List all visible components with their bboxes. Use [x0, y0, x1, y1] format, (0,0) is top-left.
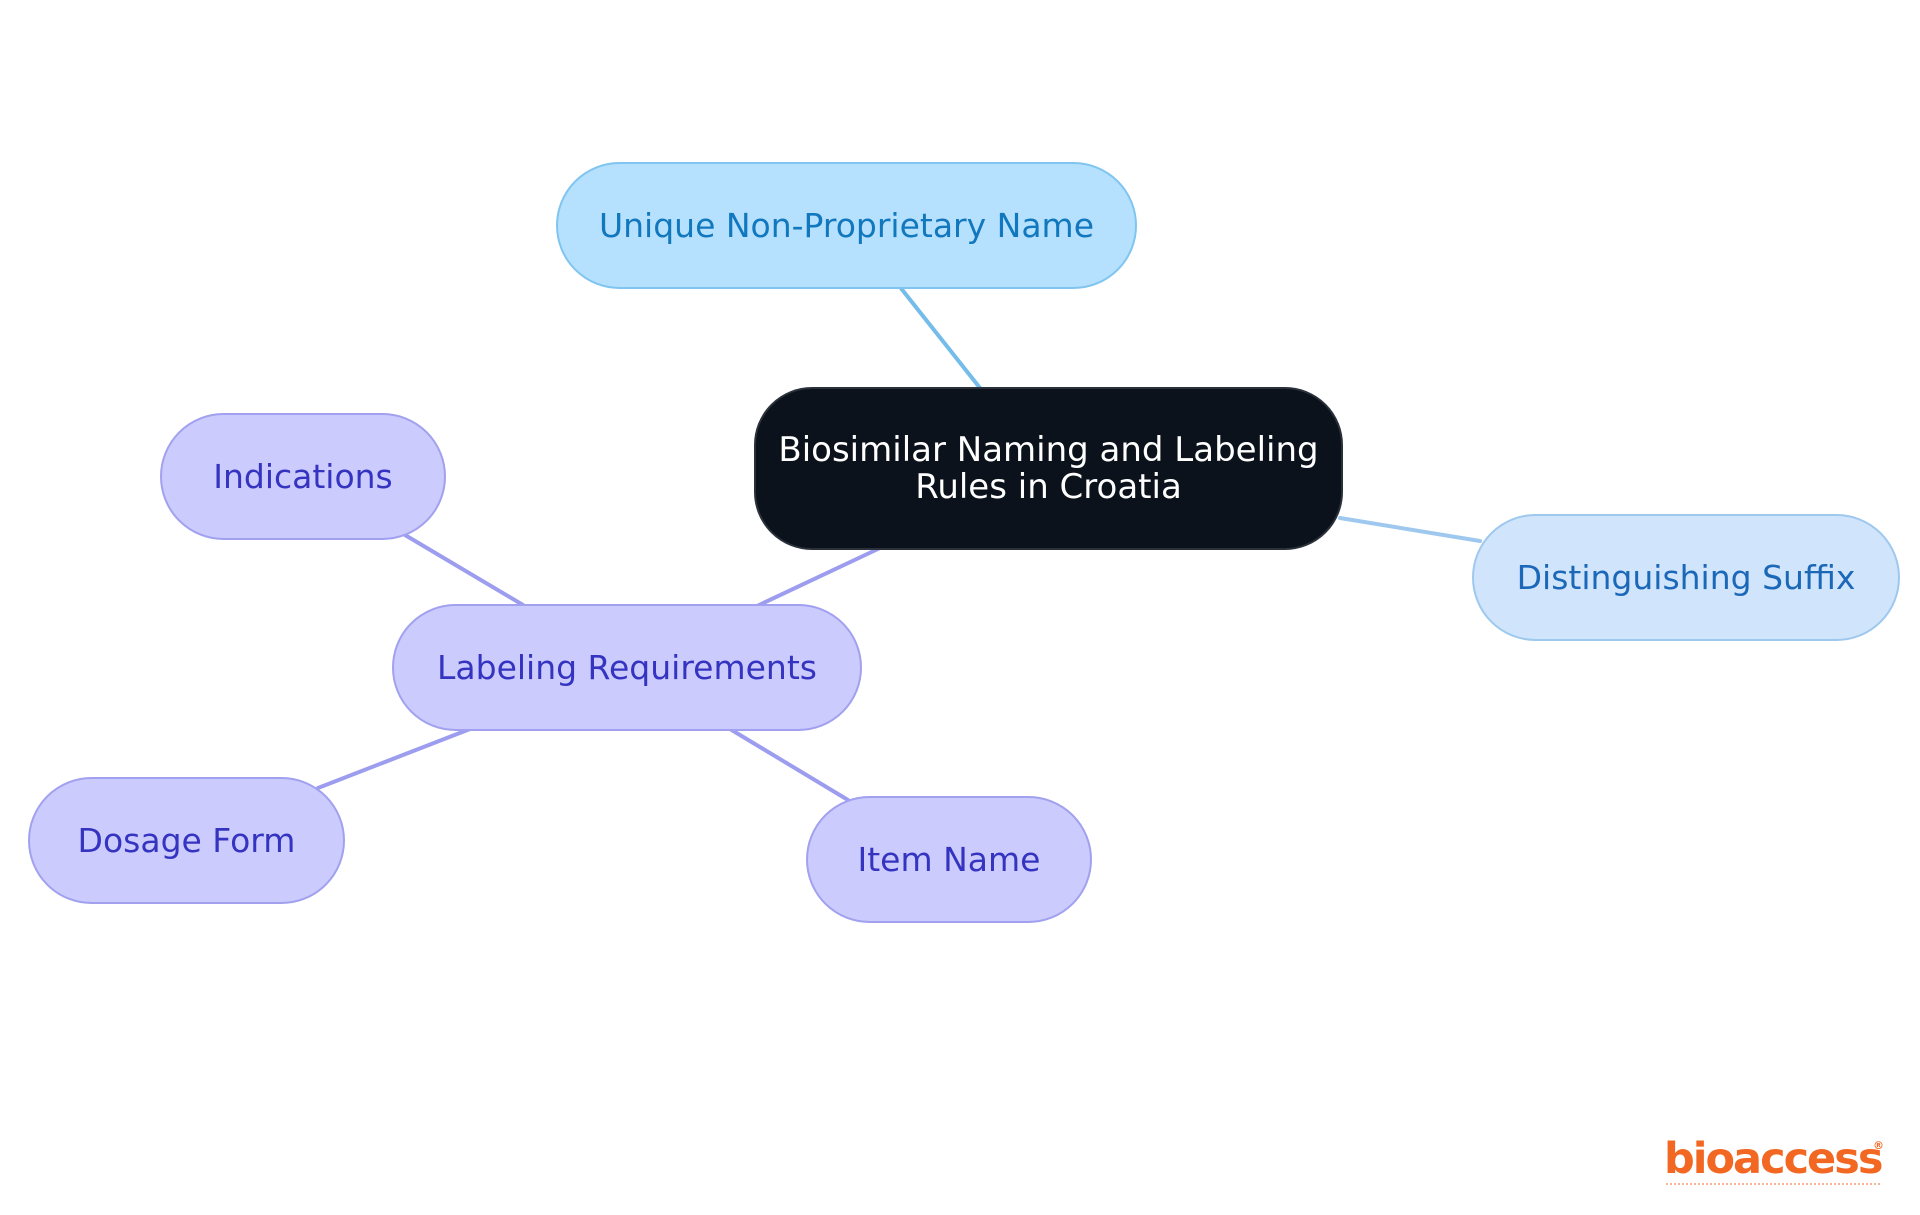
connector-root-suffix: [1338, 516, 1482, 543]
root-node-label: Biosimilar Naming and Labeling Rules in …: [778, 429, 1319, 507]
connector-labeling-dosage: [316, 727, 472, 790]
node-labeling-requirements: Labeling Requirements: [392, 604, 862, 731]
node-label: Distinguishing Suffix: [1516, 557, 1856, 597]
node-label: Labeling Requirements: [437, 647, 817, 687]
root-node: Biosimilar Naming and Labeling Rules in …: [754, 387, 1343, 550]
node-label: Unique Non-Proprietary Name: [598, 205, 1095, 245]
node-label: Dosage Form: [77, 820, 296, 860]
node-unique-non-proprietary-name: Unique Non-Proprietary Name: [556, 162, 1137, 289]
root-label-line-1: Biosimilar Naming and Labeling: [778, 429, 1319, 470]
connector-labeling-item: [728, 727, 850, 802]
registered-mark-icon: ®: [1873, 1139, 1884, 1152]
node-indications: Indications: [160, 413, 446, 540]
node-dosage-form: Dosage Form: [28, 777, 345, 904]
node-label: Item Name: [857, 839, 1041, 879]
connector-root-unique: [898, 285, 982, 390]
logo-tagline-decoration: [1666, 1183, 1880, 1190]
bioaccess-logo: bioaccess ®: [1664, 1136, 1884, 1192]
connector-root-labeling: [755, 546, 882, 608]
node-item-name: Item Name: [806, 796, 1092, 923]
connector-labeling-indications: [403, 533, 525, 607]
logo-wordmark: bioaccess: [1664, 1134, 1883, 1184]
node-distinguishing-suffix: Distinguishing Suffix: [1472, 514, 1900, 641]
root-label-line-2: Rules in Croatia: [915, 466, 1182, 507]
node-label: Indications: [213, 456, 393, 496]
